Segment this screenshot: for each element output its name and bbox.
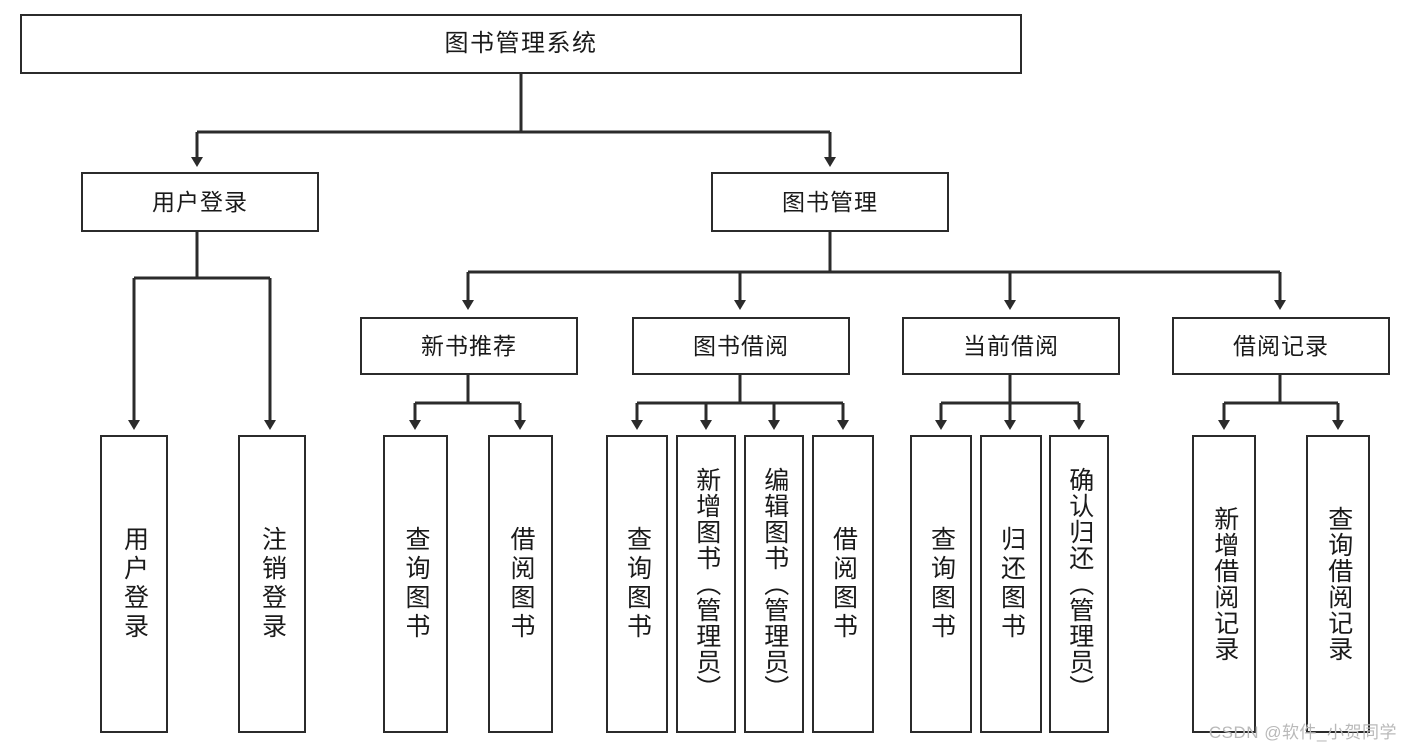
node-leaf-borrow-book-1[interactable]: 借阅图书 bbox=[488, 435, 553, 733]
node-leaf-add-book[interactable]: 新增图书（管理员） bbox=[676, 435, 736, 733]
node-leaf-return-book-label: 归还图书 bbox=[997, 526, 1026, 642]
node-new-book-recommend-label: 新书推荐 bbox=[421, 332, 517, 359]
node-leaf-edit-book-label: 编辑图书（管理员） bbox=[760, 467, 789, 701]
node-user-login-label: 用户登录 bbox=[152, 188, 248, 215]
node-book-borrow[interactable]: 图书借阅 bbox=[632, 317, 850, 375]
node-leaf-borrow-book-2-label: 借阅图书 bbox=[829, 526, 858, 642]
node-leaf-logout[interactable]: 注销登录 bbox=[238, 435, 306, 733]
node-leaf-borrow-book-2[interactable]: 借阅图书 bbox=[812, 435, 874, 733]
node-root-label: 图书管理系统 bbox=[444, 30, 598, 57]
node-leaf-query-book-2[interactable]: 查询图书 bbox=[606, 435, 668, 733]
node-book-manage-label: 图书管理 bbox=[782, 188, 878, 215]
csdn-watermark: CSDN @软件_小贺同学 bbox=[1208, 723, 1397, 742]
node-root[interactable]: 图书管理系统 bbox=[20, 14, 1022, 74]
node-book-borrow-label: 图书借阅 bbox=[693, 332, 789, 359]
node-leaf-add-record-label: 新增借阅记录 bbox=[1210, 506, 1239, 662]
node-leaf-borrow-book-1-label: 借阅图书 bbox=[507, 526, 535, 642]
node-leaf-add-record[interactable]: 新增借阅记录 bbox=[1192, 435, 1256, 733]
node-book-manage[interactable]: 图书管理 bbox=[711, 172, 949, 232]
node-leaf-add-book-label: 新增图书（管理员） bbox=[692, 467, 721, 701]
node-new-book-recommend[interactable]: 新书推荐 bbox=[360, 317, 578, 375]
node-leaf-query-record[interactable]: 查询借阅记录 bbox=[1306, 435, 1370, 733]
node-leaf-user-login[interactable]: 用户登录 bbox=[100, 435, 168, 733]
node-leaf-query-book-2-label: 查询图书 bbox=[623, 526, 652, 642]
node-borrow-record-label: 借阅记录 bbox=[1233, 332, 1329, 359]
node-leaf-query-book-1[interactable]: 查询图书 bbox=[383, 435, 448, 733]
node-current-borrow-label: 当前借阅 bbox=[963, 332, 1059, 359]
node-leaf-edit-book[interactable]: 编辑图书（管理员） bbox=[744, 435, 804, 733]
node-leaf-return-book[interactable]: 归还图书 bbox=[980, 435, 1042, 733]
node-leaf-logout-label: 注销登录 bbox=[258, 526, 287, 642]
node-leaf-query-book-3-label: 查询图书 bbox=[927, 526, 956, 642]
node-borrow-record[interactable]: 借阅记录 bbox=[1172, 317, 1390, 375]
node-leaf-query-book-3[interactable]: 查询图书 bbox=[910, 435, 972, 733]
node-current-borrow[interactable]: 当前借阅 bbox=[902, 317, 1120, 375]
node-user-login[interactable]: 用户登录 bbox=[81, 172, 319, 232]
node-leaf-confirm-return[interactable]: 确认归还（管理员） bbox=[1049, 435, 1109, 733]
node-leaf-query-record-label: 查询借阅记录 bbox=[1324, 506, 1353, 662]
node-leaf-query-book-1-label: 查询图书 bbox=[402, 526, 430, 642]
node-leaf-user-login-label: 用户登录 bbox=[120, 526, 149, 642]
node-leaf-confirm-return-label: 确认归还（管理员） bbox=[1065, 467, 1094, 701]
